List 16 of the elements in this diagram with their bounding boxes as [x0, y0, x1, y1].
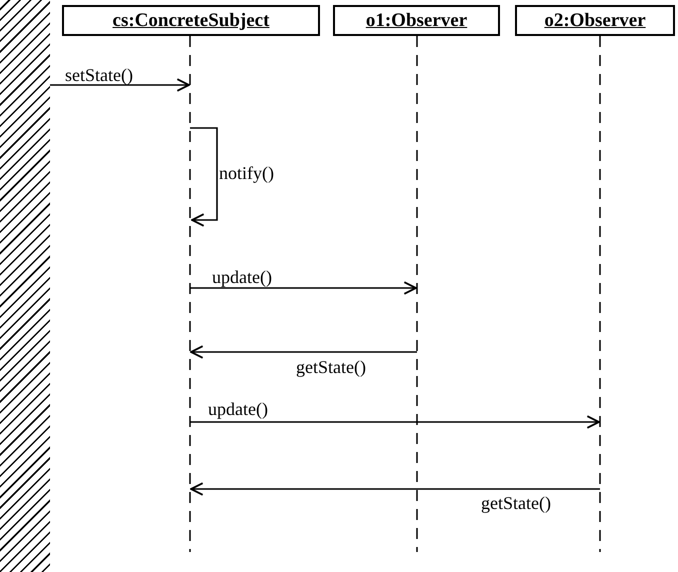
message-arrow: [190, 415, 600, 429]
message-arrow: [50, 78, 190, 92]
message-label: update(): [212, 268, 272, 286]
message-label: update(): [208, 400, 268, 418]
object-name: o2:Observer: [544, 10, 646, 32]
message-label: setState(): [65, 66, 133, 84]
message-label: getState(): [481, 494, 551, 512]
hatched-wall: [0, 0, 50, 572]
message-label: notify(): [219, 164, 274, 182]
message-arrow: [190, 345, 417, 359]
object-name: o1:Observer: [366, 10, 468, 32]
message-label: getState(): [296, 358, 366, 376]
message-arrow: [190, 127, 218, 227]
message-arrow: [190, 482, 600, 496]
message-arrow: [190, 281, 417, 295]
object-name: cs:ConcreteSubject: [112, 10, 270, 32]
